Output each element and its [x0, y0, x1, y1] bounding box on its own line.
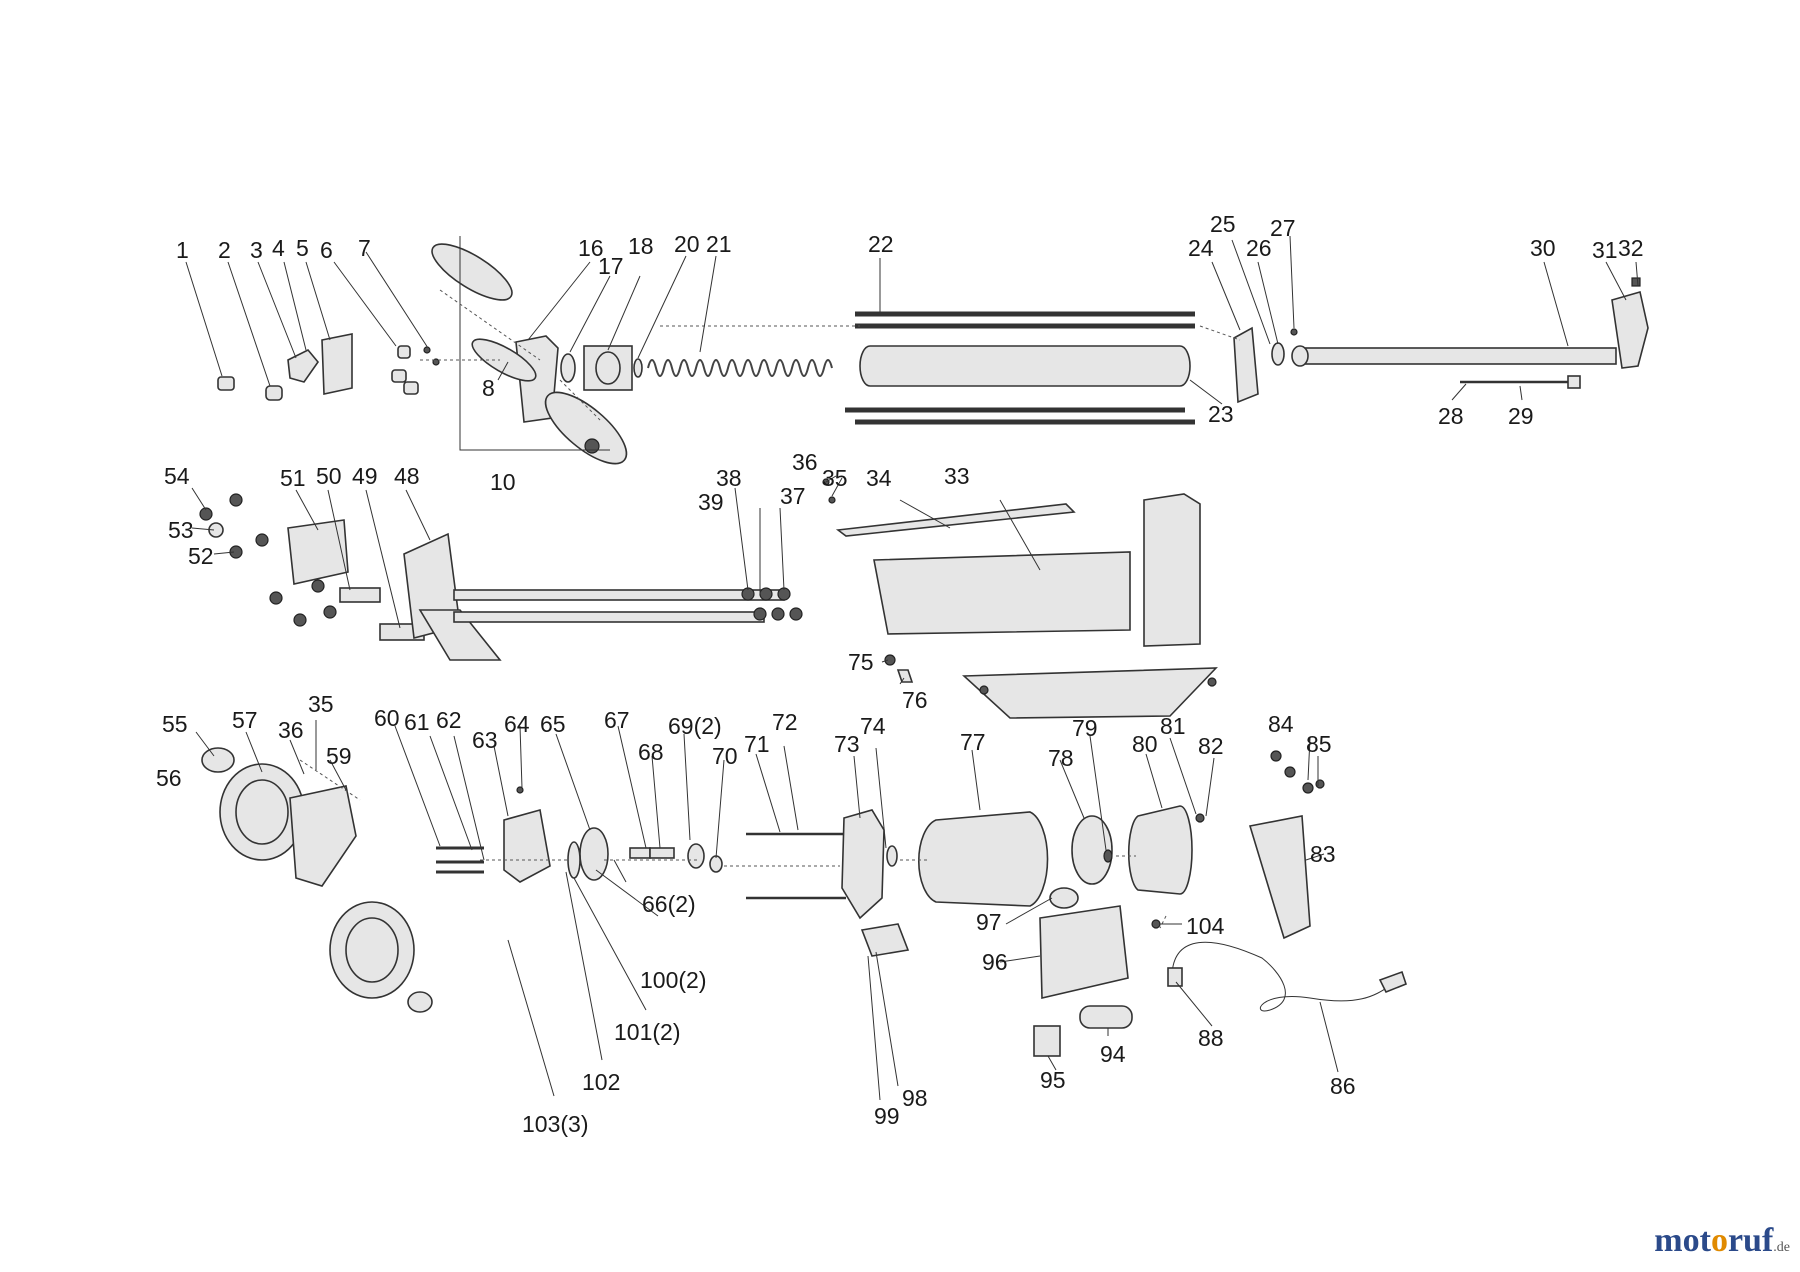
callout-label: 24 — [1188, 235, 1214, 261]
callout-label: 25 — [1210, 211, 1236, 237]
callout-label: 64 — [504, 711, 530, 737]
callout-label: 8 — [482, 375, 495, 401]
callout-label: 86 — [1330, 1073, 1356, 1099]
callout-label: 17 — [598, 253, 624, 279]
callout-label: 69(2) — [668, 713, 722, 739]
brand-logo: motoruf.de — [1654, 1222, 1790, 1260]
callout-label: 34 — [866, 465, 892, 491]
callout-label: 71 — [744, 731, 770, 757]
callout-label: 54 — [164, 463, 190, 489]
callout-label: 48 — [394, 463, 420, 489]
callout-label: 55 — [162, 711, 188, 737]
callout-label: 81 — [1160, 713, 1186, 739]
callout-label: 101(2) — [614, 1019, 680, 1045]
callout-label: 36 — [278, 717, 304, 743]
callout-label: 1 — [176, 237, 189, 263]
callout-labels: 1 2 3 4 5 6 7 8 10 16 17 18 20 21 22 23 … — [156, 211, 1644, 1137]
callout-label: 59 — [326, 743, 352, 769]
logo-text: mot — [1654, 1222, 1711, 1259]
callout-label: 52 — [188, 543, 214, 569]
callout-label: 79 — [1072, 715, 1098, 741]
callout-label: 10 — [490, 469, 516, 495]
callout-label: 60 — [374, 705, 400, 731]
callout-label: 30 — [1530, 235, 1556, 261]
callout-label: 77 — [960, 729, 986, 755]
callout-label: 96 — [982, 949, 1008, 975]
callout-label: 21 — [706, 231, 732, 257]
callout-label: 35 — [822, 465, 848, 491]
callout-label: 80 — [1132, 731, 1158, 757]
callout-label: 33 — [944, 463, 970, 489]
callout-label: 4 — [272, 235, 285, 261]
callout-label: 2 — [218, 237, 231, 263]
callout-label: 103(3) — [522, 1111, 588, 1137]
drive-assembly — [201, 747, 1407, 1057]
callout-label: 32 — [1618, 235, 1644, 261]
callout-label: 104 — [1186, 913, 1225, 939]
callout-label: 74 — [860, 713, 886, 739]
callout-label: 97 — [976, 909, 1002, 935]
callout-label: 51 — [280, 465, 306, 491]
callout-label: 102 — [582, 1069, 620, 1095]
logo-text: o — [1710, 1222, 1728, 1259]
callout-label: 82 — [1198, 733, 1224, 759]
callout-label: 63 — [472, 727, 498, 753]
callout-label: 85 — [1306, 731, 1332, 757]
callout-label: 73 — [834, 731, 860, 757]
callout-label: 56 — [156, 765, 182, 791]
callout-label: 26 — [1246, 235, 1272, 261]
callout-label: 37 — [780, 483, 806, 509]
callout-label: 18 — [628, 233, 654, 259]
callout-label: 39 — [698, 489, 724, 515]
callout-label: 57 — [232, 707, 258, 733]
callout-label: 62 — [436, 707, 462, 733]
callout-label: 83 — [1310, 841, 1336, 867]
callout-label: 7 — [358, 235, 371, 261]
callout-label: 50 — [316, 463, 342, 489]
callout-label: 27 — [1270, 215, 1296, 241]
callout-label: 29 — [1508, 403, 1534, 429]
callout-label: 84 — [1268, 711, 1294, 737]
cylinder-assembly — [217, 236, 1649, 465]
callout-label: 3 — [250, 237, 263, 263]
callout-label: 65 — [540, 711, 566, 737]
callout-label: 16 — [578, 235, 604, 261]
callout-label: 98 — [902, 1085, 928, 1111]
callout-label: 6 — [320, 237, 333, 263]
callout-label: 100(2) — [640, 967, 706, 993]
callout-label: 22 — [868, 231, 894, 257]
callout-label: 35 — [308, 691, 334, 717]
callout-label: 72 — [772, 709, 798, 735]
callout-label: 70 — [712, 743, 738, 769]
callout-label: 23 — [1208, 401, 1234, 427]
callout-label: 49 — [352, 463, 378, 489]
callout-label: 75 — [848, 649, 874, 675]
callout-label: 78 — [1048, 745, 1074, 771]
callout-label: 36 — [792, 449, 818, 475]
callout-label: 88 — [1198, 1025, 1224, 1051]
callout-label: 38 — [716, 465, 742, 491]
callout-label: 5 — [296, 235, 309, 261]
callout-label: 28 — [1438, 403, 1464, 429]
logo-text: ruf — [1727, 1222, 1774, 1259]
leader-lines — [185, 235, 1639, 1101]
callout-label: 53 — [168, 517, 194, 543]
callout-label: 95 — [1040, 1067, 1066, 1093]
base-frame-assembly — [199, 478, 1218, 719]
callout-label: 66(2) — [642, 891, 696, 917]
callout-label: 94 — [1100, 1041, 1126, 1067]
logo-suffix: .de — [1773, 1240, 1790, 1255]
callout-label: 99 — [874, 1103, 900, 1129]
callout-label: 76 — [902, 687, 928, 713]
callout-label: 67 — [604, 707, 630, 733]
callout-label: 68 — [638, 739, 664, 765]
callout-label: 20 — [674, 231, 700, 257]
callout-label: 31 — [1592, 237, 1618, 263]
callout-label: 61 — [404, 709, 430, 735]
